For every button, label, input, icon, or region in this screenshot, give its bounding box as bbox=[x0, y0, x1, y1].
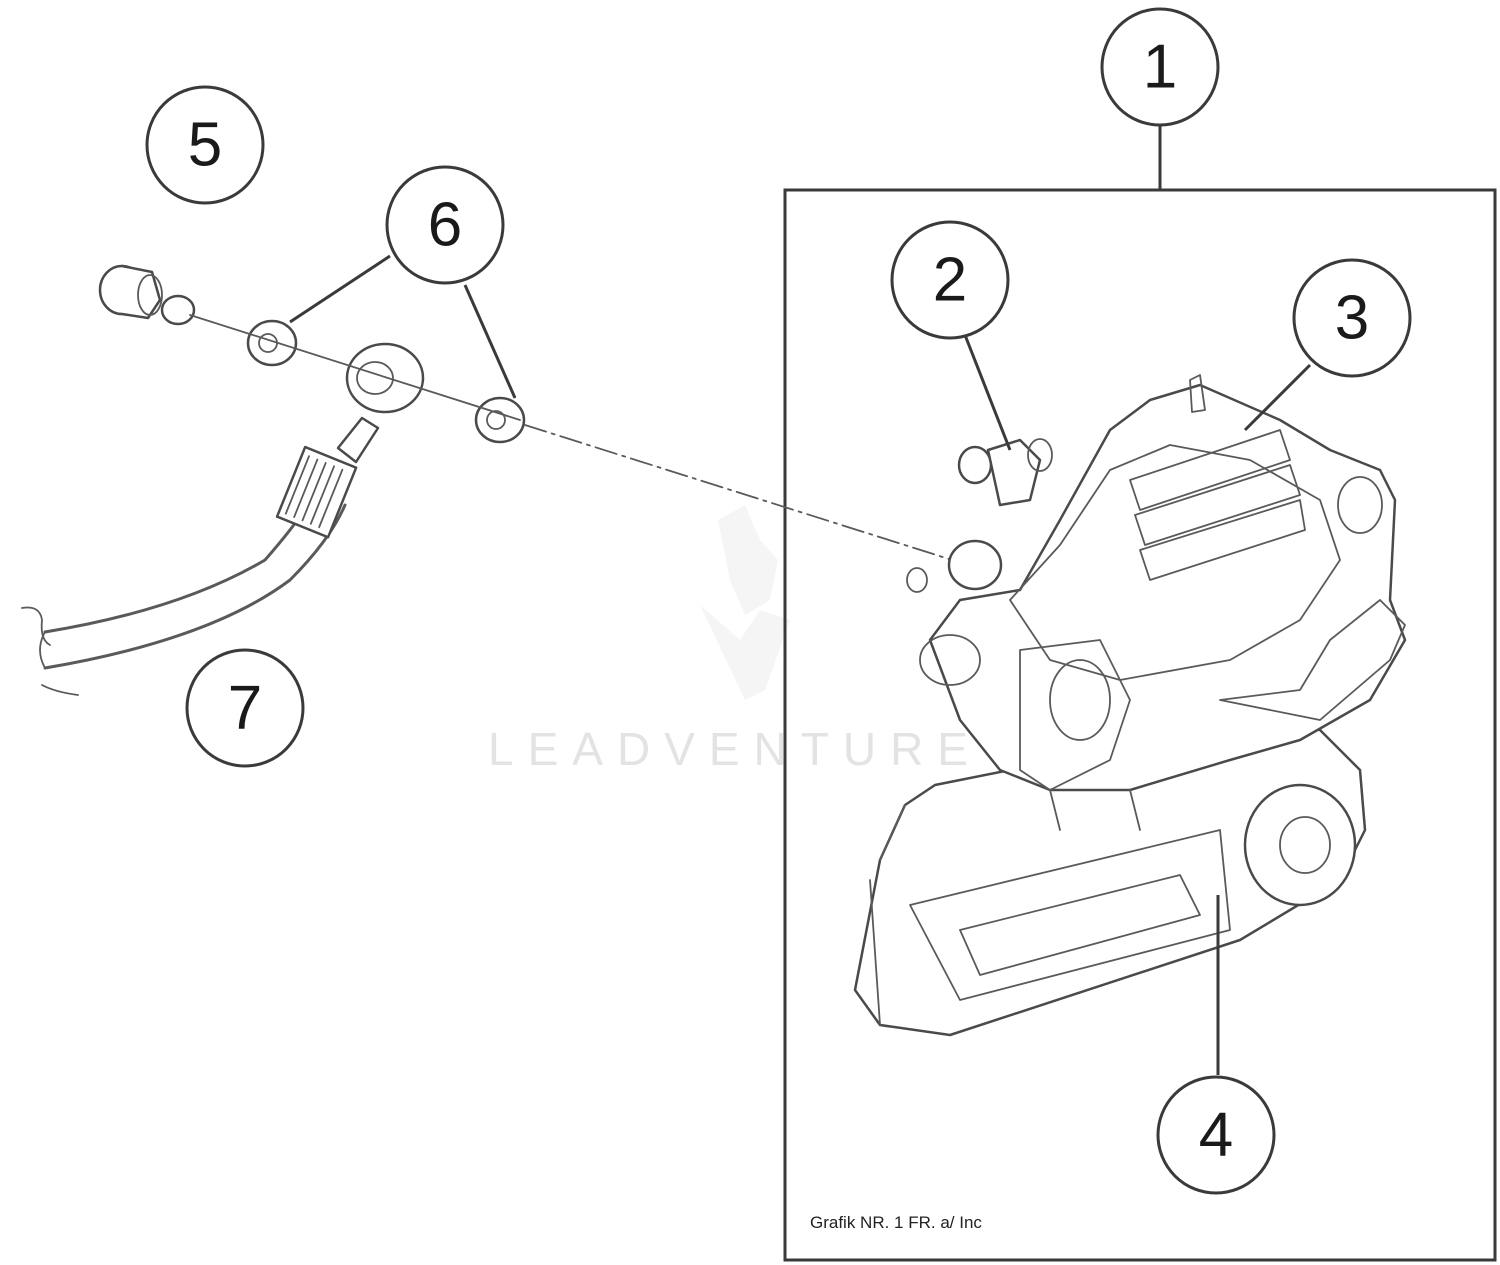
banjo-bolt bbox=[98, 264, 196, 326]
leader-line-3 bbox=[1243, 363, 1312, 432]
callout-3-label: 3 bbox=[1335, 284, 1369, 353]
leader-line-6a bbox=[289, 254, 391, 324]
callout-1: 1 bbox=[1100, 7, 1220, 127]
assembly-axis-line bbox=[189, 314, 521, 421]
callout-5: 5 bbox=[145, 85, 265, 205]
brake-hose bbox=[21, 416, 380, 696]
assembly-axis-dashed bbox=[524, 424, 969, 566]
brake-pad-spring-fins bbox=[1129, 429, 1306, 581]
callout-6-label: 6 bbox=[428, 191, 462, 260]
caliper-body bbox=[928, 383, 1407, 792]
banjo-fitting bbox=[345, 342, 425, 414]
watermark: LEADVENTURE bbox=[488, 505, 982, 775]
callout-5-label: 5 bbox=[188, 111, 222, 180]
callout-4: 4 bbox=[1156, 1075, 1276, 1195]
kit-boundary-box bbox=[783, 188, 1497, 1262]
leader-line-2 bbox=[963, 334, 1012, 451]
caliper-inlet-port bbox=[947, 539, 1003, 591]
callout-3: 3 bbox=[1292, 258, 1412, 378]
callout-7: 7 bbox=[185, 648, 305, 768]
footer-note: Grafik NR. 1 FR. a/ Inc bbox=[810, 1213, 982, 1232]
watermark-logo-icon bbox=[700, 505, 790, 700]
leader-line-6b bbox=[463, 284, 517, 399]
callout-2: 2 bbox=[890, 220, 1010, 340]
bleeder-screw bbox=[957, 438, 1053, 507]
brake-caliper-assembly bbox=[853, 374, 1407, 1037]
sealing-washer-left bbox=[246, 319, 298, 367]
callout-1-label: 1 bbox=[1143, 33, 1177, 102]
callout-7-label: 7 bbox=[228, 674, 262, 743]
callout-4-label: 4 bbox=[1199, 1101, 1233, 1170]
callout-6: 6 bbox=[385, 165, 505, 285]
sealing-washer-right bbox=[474, 396, 526, 444]
watermark-text: LEADVENTURE bbox=[488, 723, 982, 775]
callout-2-label: 2 bbox=[933, 246, 967, 315]
